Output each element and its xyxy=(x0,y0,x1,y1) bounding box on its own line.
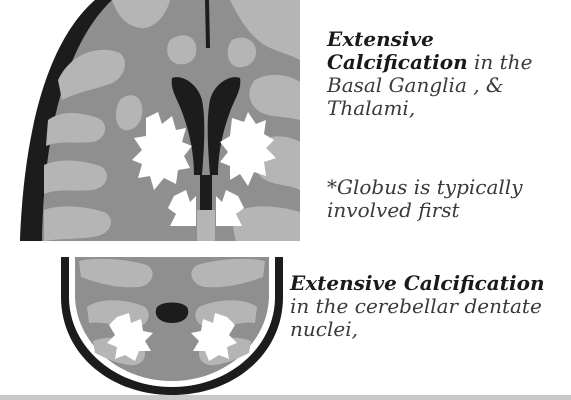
left-cerebellar-folia xyxy=(87,300,149,327)
axial-brain-slice-cerebellum xyxy=(57,257,287,400)
caption-cerebellar-bold: Extensive Calcification xyxy=(290,271,545,295)
left-temporal-lobe xyxy=(79,258,153,288)
caption-globus-note: *Globus is typically involved first xyxy=(327,176,557,222)
left-basal-ganglia-calcification xyxy=(132,112,192,190)
skull-band xyxy=(20,0,112,241)
axial-brain-slice-basal-ganglia xyxy=(0,0,300,241)
right-dentate-calcification xyxy=(191,313,237,361)
right-temporal-lobe xyxy=(191,258,265,288)
caption-globus-line-2: involved first xyxy=(327,198,460,222)
left-thalamic-calcification xyxy=(168,190,196,226)
caption-basal-bold-1: Extensive xyxy=(327,27,434,51)
interhemispheric-fissure xyxy=(205,0,210,48)
caption-globus-line-1: *Globus is typically xyxy=(327,175,523,199)
caption-cerebellar-dentate: Extensive Calcification in the cerebella… xyxy=(290,272,565,341)
right-cerebellar-folia xyxy=(195,300,257,327)
caption-basal-ganglia: Extensive Calcification in the Basal Gan… xyxy=(327,28,557,120)
caption-cerebellar-line-2: in the cerebellar dentate xyxy=(290,294,542,318)
right-basal-ganglia-calcification xyxy=(220,112,276,186)
right-lateral-ventricle xyxy=(207,77,241,175)
bottom-edge-strip xyxy=(0,395,571,400)
caption-cerebellar-line-3: nuclei, xyxy=(290,317,358,341)
third-ventricle xyxy=(200,175,212,215)
right-thalamic-calcification xyxy=(216,190,244,226)
caption-basal-rest-2: in the xyxy=(467,50,533,74)
outside-skull-area xyxy=(0,0,95,241)
caption-basal-line-4: Thalami, xyxy=(327,96,416,120)
fourth-ventricle xyxy=(155,302,189,323)
caption-basal-bold-2: Calcification xyxy=(327,50,468,74)
left-lateral-ventricle xyxy=(171,77,205,175)
left-dentate-calcification xyxy=(107,313,153,361)
cortical-gyri xyxy=(44,0,300,241)
caption-basal-line-3: Basal Ganglia , & xyxy=(327,73,504,97)
midline-structure xyxy=(197,210,215,241)
